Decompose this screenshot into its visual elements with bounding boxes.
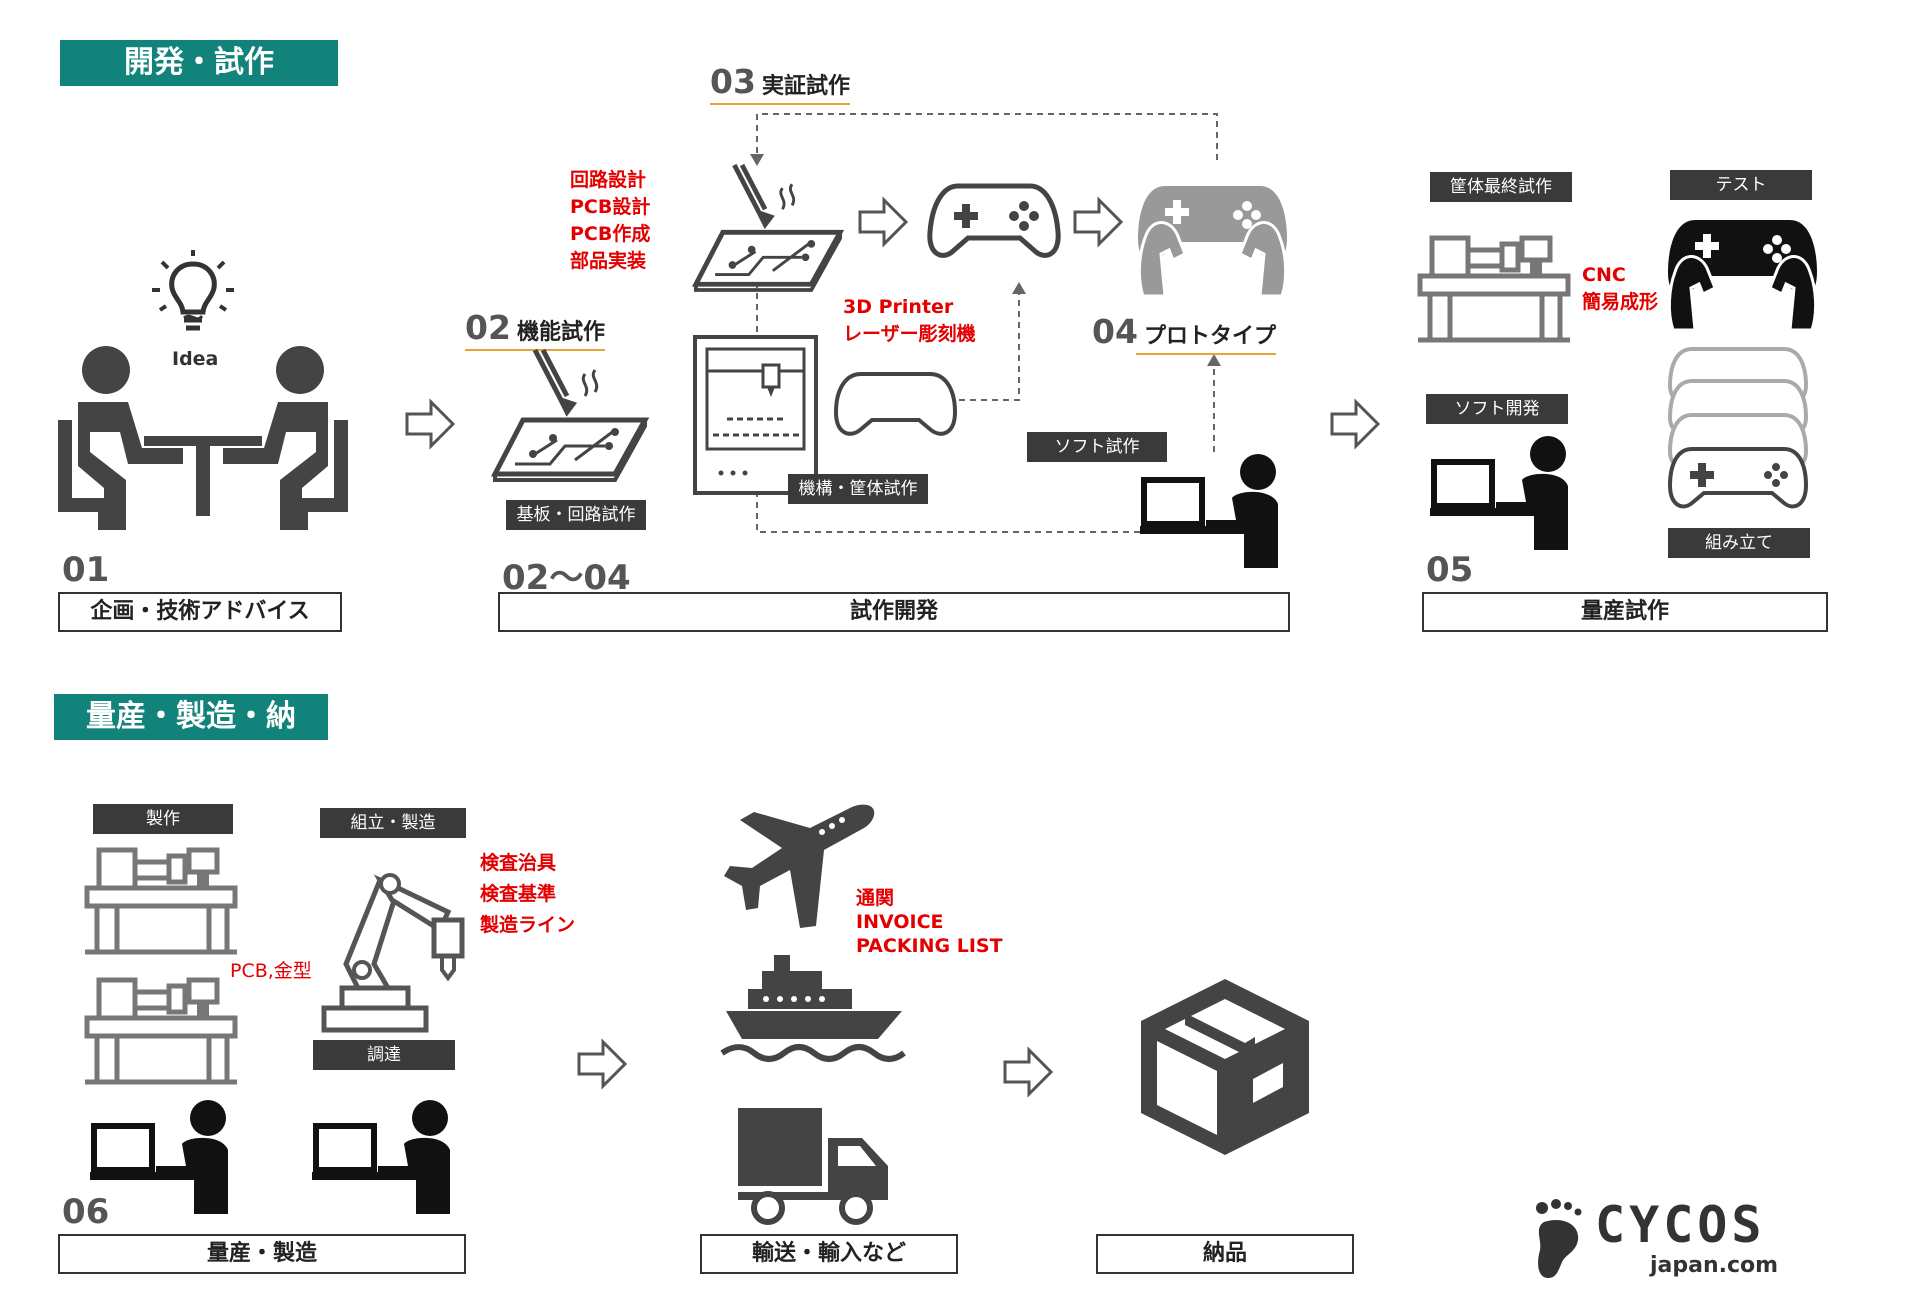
feedback-loop-dashed-line <box>750 113 1218 533</box>
arrow-right-icon <box>405 398 456 450</box>
person-at-laptop-icon <box>90 1100 228 1214</box>
arrow-right-icon <box>1073 196 1124 248</box>
cycos-footprint-logo <box>1536 1199 1582 1278</box>
circuit-board-icon <box>691 163 845 292</box>
ship-icon <box>720 955 906 1062</box>
note-3d-printer: 3D Printer レーザー彫刻機 <box>843 296 976 345</box>
note-circuit-design: 回路設計 PCB設計 PCB作成 部品実装 <box>570 169 651 272</box>
arrow-right-icon <box>1003 1046 1054 1098</box>
tag-software-development: ソフト開発 <box>1426 394 1568 424</box>
robot-arm-icon <box>321 873 465 1033</box>
tag-software-prototype: ソフト試作 <box>1027 432 1167 462</box>
logo-wordmark: CYCOS <box>1595 1196 1766 1254</box>
stage-02-04-number: 02〜04 <box>502 558 631 598</box>
stage-02-04-label: 試作開発 <box>498 592 1290 632</box>
note-cnc: CNC 簡易成形 <box>1582 264 1659 313</box>
delivery-truck-icon <box>738 1108 888 1225</box>
section-title-development: 開発・試作 <box>60 40 338 86</box>
hands-holding-controller-icon <box>1667 220 1818 332</box>
arrow-right-icon <box>858 196 909 248</box>
dashed-up-arrow <box>959 282 1026 401</box>
controller-shell-icon <box>833 372 958 436</box>
game-controller-icon <box>927 183 1061 258</box>
package-box-icon <box>1141 979 1309 1155</box>
arrow-right-icon <box>577 1038 628 1090</box>
note-inspection: 検査治具 検査基準 製造ライン <box>480 852 576 936</box>
tag-board-prototype: 基板・回路試作 <box>506 500 646 530</box>
section-title-production: 量産・製造・納品 <box>54 694 328 780</box>
stage-01-number: 01 <box>62 550 110 590</box>
stage-06-number: 06 <box>62 1192 110 1232</box>
transport-label: 輸送・輸入など <box>700 1234 958 1274</box>
tag-mechanism-prototype: 機構・筐体試作 <box>788 474 928 504</box>
stage-05-label: 量産試作 <box>1422 592 1828 632</box>
cnc-machine-icon <box>84 977 238 1085</box>
logo-domain: japan.com <box>1650 1253 1779 1278</box>
circuit-board-icon <box>490 348 650 482</box>
cnc-machine-icon <box>1417 235 1571 343</box>
tag-test: テスト <box>1670 170 1812 200</box>
3d-printer-icon <box>693 335 818 495</box>
stacked-controllers-icon <box>1667 347 1809 509</box>
lightbulb-icon <box>152 250 234 331</box>
hands-holding-controller-icon <box>1137 186 1288 298</box>
idea-label: Idea <box>172 348 219 370</box>
person-at-laptop-icon <box>1430 436 1568 550</box>
tag-assembly: 組み立て <box>1668 528 1810 558</box>
note-customs: 通関 INVOICE PACKING LIST <box>856 887 1003 957</box>
note-pcb-mold: PCB,金型 <box>230 960 312 982</box>
tag-assembly-manufacturing: 組立・製造 <box>320 808 466 838</box>
arrow-right-icon <box>1330 398 1381 450</box>
person-at-laptop-icon <box>312 1100 450 1214</box>
cnc-machine-icon <box>84 847 238 955</box>
tag-final-case-prototype: 筐体最終試作 <box>1430 172 1572 202</box>
stage-05-number: 05 <box>1426 550 1474 590</box>
meeting-people-icon <box>58 346 348 530</box>
tag-manufacture: 製作 <box>93 804 233 834</box>
delivery-label: 納品 <box>1096 1234 1354 1274</box>
airplane-icon <box>724 804 875 928</box>
dashed-up-arrow <box>1207 354 1221 452</box>
stage-01-label: 企画・技術アドバイス <box>58 592 342 632</box>
stage-06-label: 量産・製造 <box>58 1234 466 1274</box>
person-at-laptop-icon <box>1140 454 1278 568</box>
tag-procurement: 調達 <box>313 1040 455 1070</box>
